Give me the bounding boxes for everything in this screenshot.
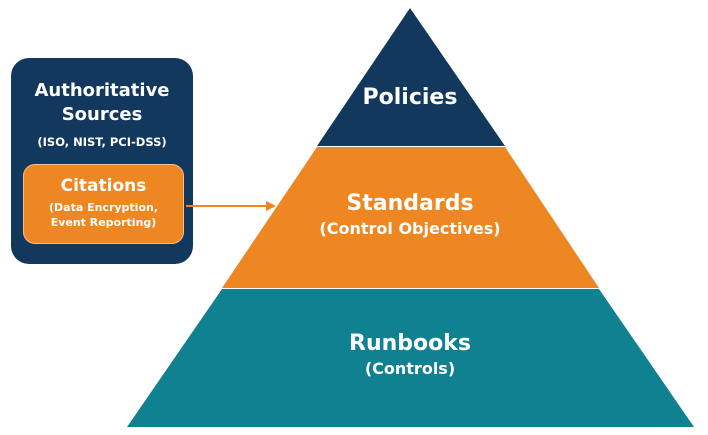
arrow-icon (186, 201, 276, 211)
citations-title: Citations (60, 176, 147, 196)
pyramid-tier-runbooks (127, 289, 694, 427)
pyramid-tier-standards (222, 147, 599, 288)
standards-label: Standards (346, 191, 474, 216)
sources-subtitle: (ISO, NIST, PCI-DSS) (37, 135, 167, 149)
authoritative-sources-box: Authoritative Sources (ISO, NIST, PCI-DS… (11, 58, 193, 264)
citations-sub-line2: Event Reporting) (50, 216, 157, 229)
sources-title-line2: Sources (61, 104, 143, 125)
standards-sublabel: (Control Objectives) (319, 219, 501, 238)
citations-box: Citations (Data Encryption, Event Report… (23, 164, 184, 244)
runbooks-label: Runbooks (349, 331, 471, 356)
runbooks-sublabel: (Controls) (364, 359, 456, 378)
pyramid-tier-policies (317, 8, 505, 146)
policies-label: Policies (362, 85, 458, 110)
citations-sub-line1: (Data Encryption, (48, 201, 159, 214)
sources-title: Authoritative Sources (11, 79, 193, 127)
arrow-head (266, 201, 276, 211)
sources-title-line1: Authoritative (34, 80, 170, 101)
citations-subtitle: (Data Encryption, Event Reporting) (24, 200, 183, 230)
